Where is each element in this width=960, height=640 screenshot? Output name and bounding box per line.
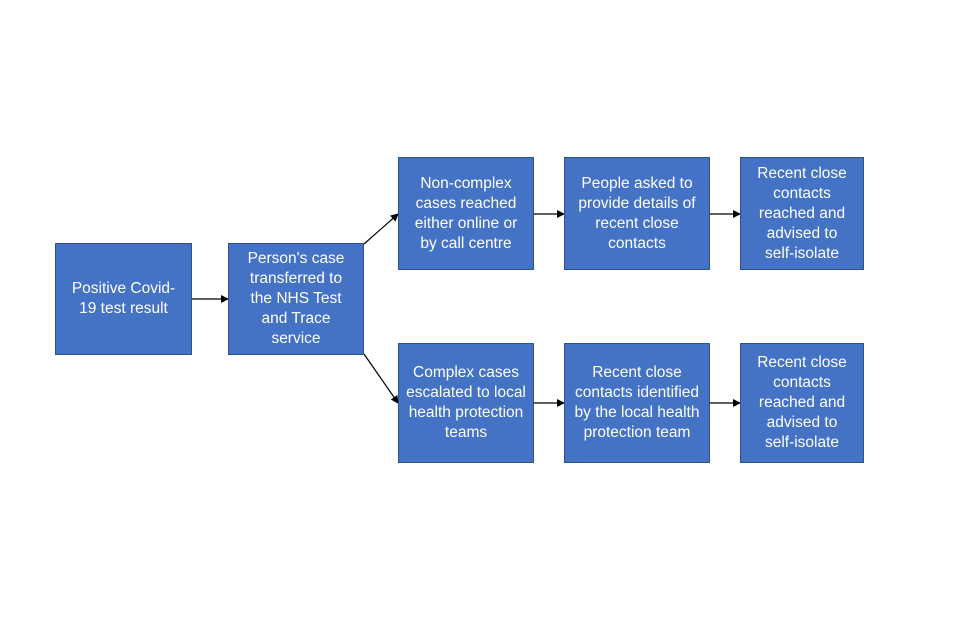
node-non-complex: Non-complex cases reached either online … xyxy=(398,157,534,270)
node-asked-details: People asked to provide details of recen… xyxy=(564,157,710,270)
node-contacts-advised-bottom: Recent close contacts reached and advise… xyxy=(740,343,864,463)
node-contacts-identified: Recent close contacts identified by the … xyxy=(564,343,710,463)
node-non-complex-label: Non-complex cases reached either online … xyxy=(414,174,518,252)
arrow-transferred-to-complex xyxy=(363,353,399,404)
node-complex-escalated: Complex cases escalated to local health … xyxy=(398,343,534,463)
node-contacts-advised-top-label: Recent close contacts reached and advise… xyxy=(757,164,847,262)
node-asked-details-label: People asked to provide details of recen… xyxy=(578,174,696,252)
arrow-transferred-to-noncomplex xyxy=(363,213,399,245)
node-positive-result-label: Positive Covid-19 test result xyxy=(71,280,176,317)
node-case-transferred-label: Person's case transferred to the NHS Tes… xyxy=(247,250,345,347)
node-complex-escalated-label: Complex cases escalated to local health … xyxy=(406,364,526,441)
node-contacts-advised-bottom-label: Recent close contacts reached and advise… xyxy=(757,354,847,451)
node-positive-result: Positive Covid-19 test result xyxy=(55,243,192,355)
node-contacts-identified-label: Recent close contacts identified by the … xyxy=(574,364,700,441)
node-contacts-advised-top: Recent close contacts reached and advise… xyxy=(740,157,864,270)
node-case-transferred: Person's case transferred to the NHS Tes… xyxy=(228,243,364,355)
